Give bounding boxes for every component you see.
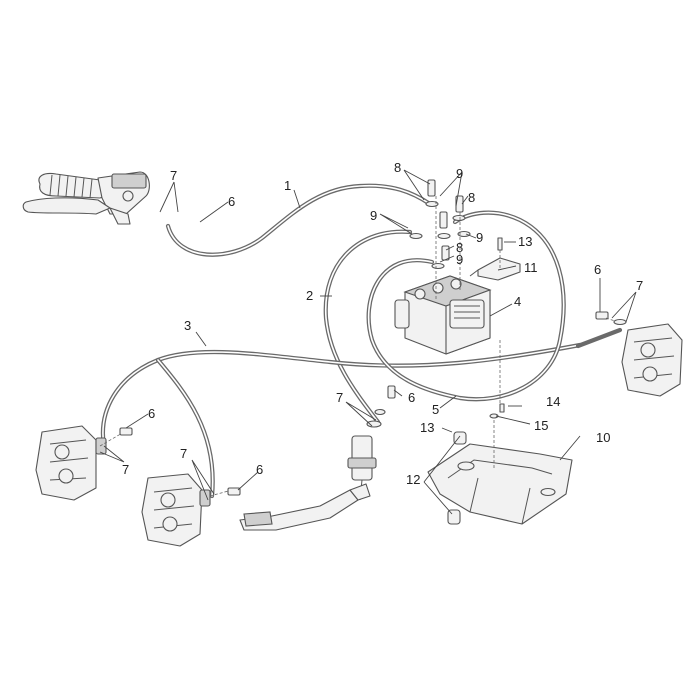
callout-6-handlebar: 6 (228, 194, 235, 209)
brake-hose-4-loop (366, 210, 566, 402)
abs-modulator (394, 275, 492, 355)
callout-9-right: 9 (476, 230, 483, 245)
callout-8-middle: 8 (456, 240, 463, 255)
callout-7-front-right: 7 (180, 446, 187, 461)
callout-6-front-right: 6 (256, 462, 263, 477)
callout-9-bottom: 9 (456, 252, 463, 267)
callout-12: 12 (406, 472, 420, 487)
rear-brake-pedal (239, 483, 371, 531)
callout-6-front-left: 6 (148, 406, 155, 421)
callout-7-handlebar: 7 (170, 168, 177, 183)
brake-hose-3 (100, 342, 583, 499)
callout-13-top: 13 (518, 234, 532, 249)
banjo-bolts-abs (409, 179, 503, 300)
abs-bracket (469, 257, 521, 281)
callout-6-rear: 6 (594, 262, 601, 277)
callout-7-front-left: 7 (122, 462, 129, 477)
abs-tray-cover (427, 340, 573, 525)
front-left-caliper (35, 425, 133, 501)
callout-11: 11 (524, 260, 538, 275)
brake-hose-rear-right (575, 327, 623, 349)
callout-2: 2 (306, 288, 313, 303)
leader-lines (99, 169, 637, 515)
callout-15: 15 (534, 418, 548, 433)
rear-master-cylinder (347, 385, 396, 501)
callout-9-left: 9 (370, 208, 377, 223)
callout-13-bottom: 13 (420, 420, 434, 435)
callout-4: 4 (514, 294, 521, 309)
callout-1: 1 (284, 178, 291, 193)
callout-14: 14 (546, 394, 560, 409)
callout-7-master: 7 (336, 390, 343, 405)
callout-numbers: 1 2 3 4 5 6 6 6 6 6 7 7 7 7 7 8 8 8 9 9 … (122, 160, 643, 487)
front-master-cylinder-lever (22, 171, 150, 225)
rear-caliper (595, 311, 683, 397)
brake-hose-1 (165, 183, 433, 257)
front-right-caliper (141, 473, 241, 547)
callout-8-top: 8 (394, 160, 401, 175)
callout-9-top: 9 (456, 166, 463, 181)
callout-3: 3 (184, 318, 191, 333)
callout-7-rear: 7 (636, 278, 643, 293)
callout-10: 10 (596, 430, 610, 445)
callout-6-master: 6 (408, 390, 415, 405)
brake-hose-2 (323, 229, 413, 425)
callout-5: 5 (432, 402, 439, 417)
callout-8-right: 8 (468, 190, 475, 205)
